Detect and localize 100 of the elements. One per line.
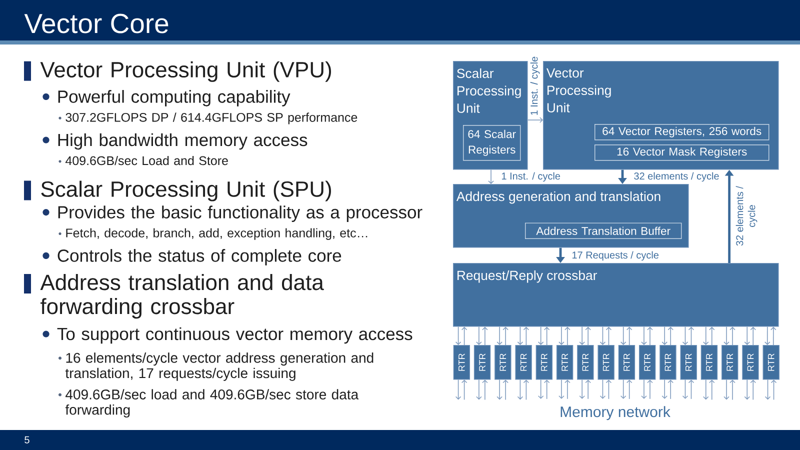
- arrow: [770, 380, 777, 400]
- arrow: [708, 326, 715, 346]
- router-box: RTR: [598, 345, 614, 380]
- router-box: RTR: [618, 345, 636, 380]
- arrow: [620, 326, 626, 345]
- arrow: [600, 379, 606, 399]
- arrow: [750, 380, 756, 400]
- router-box: RTR: [700, 345, 718, 380]
- arrow: [641, 379, 647, 399]
- arrow: [502, 380, 508, 400]
- arrow: [620, 379, 626, 399]
- edge-label: 32 elements / cycle: [632, 171, 720, 183]
- arrow: [579, 326, 585, 345]
- arrow: [523, 326, 530, 346]
- router-box: RTR: [556, 345, 574, 380]
- arrow: [476, 326, 482, 345]
- arrow: [744, 379, 750, 400]
- edge-label: 1 Inst. / cycle: [500, 171, 562, 183]
- page-number: 5: [24, 436, 30, 444]
- arrow: [647, 380, 653, 400]
- arrow: [730, 380, 736, 400]
- arrow: [730, 326, 736, 346]
- arrow: [744, 326, 750, 345]
- router-box: RTR: [742, 345, 759, 380]
- router-box: RTR: [536, 345, 553, 380]
- bullet-text: 409.6GB/sec Load and Store: [65, 156, 228, 166]
- arrow: [496, 326, 502, 345]
- arrow: [606, 380, 612, 400]
- edge-label: 17 Requests / cycle: [570, 250, 660, 262]
- arrow: [544, 380, 550, 400]
- arrow: [724, 379, 730, 400]
- arrow: [702, 379, 709, 400]
- arrow: [502, 326, 508, 346]
- arrow: [538, 379, 544, 399]
- arrow: [564, 380, 570, 400]
- arrow: [579, 379, 585, 399]
- bullet-text: Controls the status of complete core: [58, 249, 342, 266]
- arrow: [688, 380, 694, 400]
- arrow: [764, 326, 770, 345]
- bullet-text: Provides the basic functionality as a processor: [58, 206, 422, 222]
- arrow: [708, 380, 715, 400]
- arrow: [626, 380, 632, 400]
- arrow: [641, 326, 647, 345]
- router-box: RTR: [474, 345, 491, 380]
- arrow: [455, 326, 462, 345]
- arrow: [668, 326, 674, 346]
- arrow: [523, 380, 530, 400]
- arrow: [482, 380, 488, 400]
- arrow: [461, 326, 468, 346]
- bullet-text: Powerful computing capability: [58, 90, 290, 106]
- arrow: [682, 326, 688, 345]
- router-box: RTR: [494, 345, 512, 380]
- arrow: [668, 380, 674, 400]
- router-box: RTR: [722, 345, 738, 380]
- arrow: [496, 379, 502, 400]
- arrow: [558, 379, 564, 399]
- arrow: [544, 326, 550, 346]
- heading: Vector Processing Unit (VPU): [40, 61, 331, 82]
- bullet-text: Fetch, decode, branch, add, exception handling, etc…: [66, 228, 368, 240]
- network-label: Memory network: [560, 406, 670, 420]
- title: Vector Core: [24, 14, 168, 34]
- arrow: [461, 380, 468, 400]
- heading: Scalar Processing Unit (SPU): [41, 180, 331, 202]
- arrow: [585, 326, 591, 346]
- arrow: [702, 326, 709, 345]
- bullet-text: High bandwidth memory access: [58, 133, 308, 150]
- bullet-text: 16 elements/cycle vector address generation and translation, 17 requests/cycle issuing: [65, 352, 374, 381]
- heading: Address translation and data forwarding crossbar: [40, 274, 324, 319]
- arrow: [662, 379, 668, 399]
- arrow: [476, 379, 482, 400]
- router-box: RTR: [680, 345, 697, 380]
- arrow: [682, 379, 688, 399]
- arrow: [517, 326, 524, 345]
- edge-label: 1 Inst. / cycle: [529, 55, 541, 117]
- crossbar-box: Request/Reply crossbar: [453, 263, 779, 327]
- arrow: [517, 379, 524, 400]
- register-box: 64 Scalar Registers: [463, 125, 521, 161]
- arrow: [662, 326, 668, 345]
- bullet-text: 307.2GFLOPS DP / 614.4GFLOPS SP performance: [66, 112, 358, 124]
- arrow: [647, 326, 653, 346]
- register-box: 64 Vector Registers, 256 words: [594, 124, 770, 140]
- arrow: [455, 379, 462, 400]
- arrow: [564, 326, 570, 346]
- arrow: [482, 326, 488, 346]
- register-box: Address Translation Buffer: [525, 222, 682, 239]
- arrow: [606, 326, 612, 346]
- router-box: RTR: [453, 345, 470, 380]
- arrow: [558, 326, 564, 345]
- arrow: [527, 117, 543, 123]
- arrow: [600, 326, 606, 345]
- router-box: RTR: [762, 345, 780, 380]
- arrow: [724, 326, 730, 345]
- bullet-text: To support continuous vector memory access: [57, 327, 412, 344]
- arrow: [750, 326, 756, 346]
- arrow: [688, 326, 694, 346]
- edge-label: 32 elements / cycle: [734, 177, 758, 255]
- bullet-text: 409.6GB/sec load and 409.6GB/sec store data forwarding: [65, 389, 359, 418]
- register-box: 16 Vector Mask Registers: [594, 144, 770, 161]
- router-box: RTR: [638, 345, 656, 380]
- arrow: [488, 169, 494, 184]
